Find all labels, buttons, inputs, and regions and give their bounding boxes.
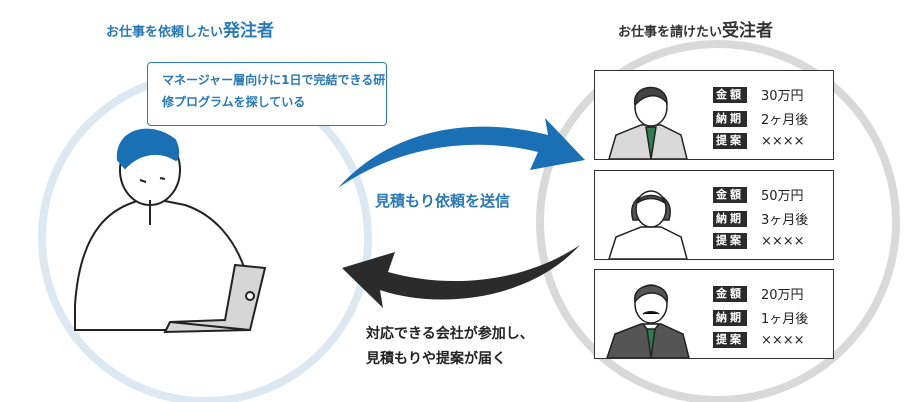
proposal-tag: 提案	[713, 233, 747, 249]
proposal-card-2: 金額 50万円 納期 3ヶ月後 提案 ××××	[594, 170, 834, 260]
send-label: 見積もり依頼を送信	[375, 192, 511, 210]
senior-businessman-avatar-icon	[606, 284, 690, 358]
amount-tag: 金額	[713, 86, 747, 103]
businessman-avatar-icon	[608, 86, 688, 159]
client-title-emphasis: 発注者	[223, 21, 275, 41]
client-title: お仕事を依頼したい発注者	[106, 16, 274, 41]
amount-value: 20万円	[761, 288, 804, 303]
vendor-title-prefix: お仕事を請けたい	[618, 25, 723, 40]
send-arrow	[338, 118, 585, 188]
client-title-prefix: お仕事を依頼したい	[106, 25, 224, 40]
amount-value: 50万円	[761, 189, 804, 204]
proposal-card-3: 金額 20万円 納期 1ヶ月後 提案 ××××	[594, 269, 834, 359]
deadline-tag: 納期	[713, 309, 747, 326]
proposal-tag: 提案	[713, 332, 747, 348]
deadline-tag: 納期	[713, 210, 747, 227]
deadline-value: 3ヶ月後	[761, 213, 809, 228]
vendor-title: お仕事を請けたい受注者	[618, 16, 773, 41]
vendor-circle	[536, 40, 900, 402]
reply-arrow	[342, 245, 580, 308]
amount-value: 30万円	[761, 89, 804, 104]
amount-tag: 金額	[713, 186, 747, 203]
proposal-tag: 提案	[713, 133, 747, 149]
client-person-illustration	[74, 128, 267, 334]
deadline-tag: 納期	[713, 110, 747, 127]
proposal-value: ××××	[761, 332, 805, 348]
reply-line-2: 見積もりや提案が届く	[366, 351, 506, 367]
deadline-value: 2ヶ月後	[761, 113, 809, 128]
proposal-value: ××××	[761, 233, 805, 249]
proposal-card-1: 金額 30万円 納期 2ヶ月後 提案 ××××	[594, 70, 834, 160]
vendor-title-emphasis: 受注者	[722, 21, 774, 41]
speech-bubble: マネージャー層向けに1日で完結できる研修プログラムを探している	[147, 62, 387, 126]
amount-tag: 金額	[713, 285, 747, 302]
businesswoman-avatar-icon	[608, 190, 688, 259]
reply-line-1: 対応できる会社が参加し、	[366, 326, 534, 342]
deadline-value: 1ヶ月後	[761, 312, 809, 327]
proposal-value: ××××	[761, 133, 805, 149]
reply-label: 対応できる会社が参加し、見積もりや提案が届く	[366, 322, 534, 372]
